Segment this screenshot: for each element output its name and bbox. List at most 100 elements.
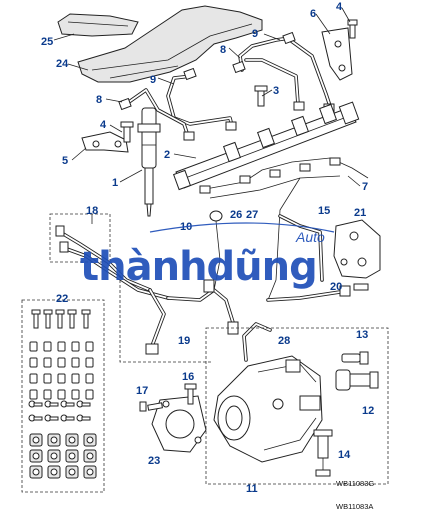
seal-kit-piece xyxy=(85,389,94,400)
callout-7: 7 xyxy=(362,181,368,193)
drawing-reference-cropped: WB11083A xyxy=(336,502,373,510)
leader-lines xyxy=(53,7,361,224)
seal-kit-piece xyxy=(68,436,76,444)
part-bolts-top xyxy=(120,85,268,143)
seal-kit-piece xyxy=(43,389,52,400)
part-seal-kit xyxy=(21,299,105,493)
seal-kit-piece xyxy=(69,313,75,329)
callout-6: 6 xyxy=(310,8,316,20)
seal-kit-piece xyxy=(85,373,94,384)
seal-kit-piece xyxy=(71,341,80,352)
seal-kit-piece xyxy=(68,452,76,460)
callout-13: 13 xyxy=(356,329,368,341)
seal-kit-piece xyxy=(71,389,80,400)
callout-27: 27 xyxy=(246,209,258,221)
part-bracket-top-right xyxy=(321,19,358,81)
callout-26: 26 xyxy=(230,209,242,221)
seal-kit-piece xyxy=(57,373,66,384)
seal-kit-piece xyxy=(33,313,39,329)
part-fuel-rail xyxy=(172,101,360,191)
callout-17: 17 xyxy=(136,385,148,397)
seal-kit-piece xyxy=(55,309,65,315)
callout-labels: 25 24 6 4 9 8 9 8 4 3 5 1 2 7 18 10 26 2… xyxy=(41,1,374,495)
callout-8-top: 8 xyxy=(220,44,226,56)
seal-kit-piece xyxy=(57,389,66,400)
callout-23: 23 xyxy=(148,455,160,467)
seal-kit-piece xyxy=(45,313,51,329)
seal-kit-piece xyxy=(71,373,80,384)
callout-18: 18 xyxy=(86,205,98,217)
seal-kit-piece xyxy=(81,309,91,315)
seal-kit-piece xyxy=(43,309,53,315)
part-pump-valves xyxy=(313,351,379,477)
part-fuel-feed-pipe xyxy=(266,214,369,302)
seal-kit-piece xyxy=(67,309,77,315)
callout-28: 28 xyxy=(278,335,290,347)
drawing-reference: WB11083G xyxy=(336,479,374,488)
callout-16: 16 xyxy=(182,371,194,383)
watermark-logo: Auto thànhdũng xyxy=(80,222,335,290)
part-injector-clamp xyxy=(81,131,129,153)
seal-kit-piece xyxy=(32,452,40,460)
callout-14: 14 xyxy=(338,449,351,461)
part-injector-pipes xyxy=(118,31,335,141)
seal-kit-piece xyxy=(50,468,58,476)
callout-4-top: 4 xyxy=(336,1,343,13)
part-hose-28 xyxy=(242,322,272,362)
seal-kit-piece xyxy=(49,416,59,421)
callout-5: 5 xyxy=(62,155,68,167)
seal-kit-piece xyxy=(43,357,52,368)
seal-kit-piece xyxy=(86,468,94,476)
seal-kit-piece xyxy=(29,373,38,384)
seal-kit-piece xyxy=(85,341,94,352)
part-high-pressure-pump xyxy=(205,327,389,485)
callout-20: 20 xyxy=(330,281,342,293)
seal-kit-piece xyxy=(85,357,94,368)
part-injector xyxy=(137,107,161,217)
callout-22: 22 xyxy=(56,293,68,305)
callout-25: 25 xyxy=(41,36,53,48)
seal-kit-piece xyxy=(32,468,40,476)
seal-kit-piece xyxy=(86,436,94,444)
seal-kit-piece xyxy=(57,357,66,368)
part-engine-cover xyxy=(77,5,263,83)
seal-kit-piece xyxy=(29,389,38,400)
callout-21: 21 xyxy=(354,207,366,219)
watermark-sub-text: Auto xyxy=(295,229,325,245)
callout-9-mid: 9 xyxy=(150,74,156,86)
callout-19: 19 xyxy=(178,335,190,347)
part-heat-shield-small xyxy=(57,13,139,37)
seal-kit-piece xyxy=(49,402,59,407)
seal-kit-piece xyxy=(68,468,76,476)
seal-kit-piece xyxy=(86,452,94,460)
part-return-pipes xyxy=(49,213,170,300)
seal-kit-piece xyxy=(31,309,41,315)
watermark-main-text: thànhdũng xyxy=(80,244,317,290)
callout-12: 12 xyxy=(362,405,374,417)
callout-15: 15 xyxy=(318,205,330,217)
callout-24: 24 xyxy=(56,58,69,70)
seal-kit-piece xyxy=(57,341,66,352)
seal-kit-piece xyxy=(81,416,91,421)
callout-3: 3 xyxy=(273,85,279,97)
seal-kit-piece xyxy=(65,402,75,407)
seal-kit-piece xyxy=(33,416,43,421)
seal-kit-piece xyxy=(65,416,75,421)
seal-kit-piece xyxy=(50,436,58,444)
seal-kit-piece xyxy=(43,341,52,352)
part-sensor-10 xyxy=(209,210,223,291)
part-wiring-harness xyxy=(199,157,369,301)
seal-kit-piece xyxy=(57,313,63,329)
callout-9-top: 9 xyxy=(252,28,258,40)
callout-8-left: 8 xyxy=(96,94,102,106)
callout-1: 1 xyxy=(112,177,118,189)
seal-kit-piece xyxy=(29,341,38,352)
callout-2: 2 xyxy=(164,149,170,161)
seal-kit-piece xyxy=(43,373,52,384)
seal-kit-piece xyxy=(29,357,38,368)
seal-kit-piece xyxy=(33,402,43,407)
callout-11: 11 xyxy=(246,483,258,495)
seal-kit-piece xyxy=(50,452,58,460)
